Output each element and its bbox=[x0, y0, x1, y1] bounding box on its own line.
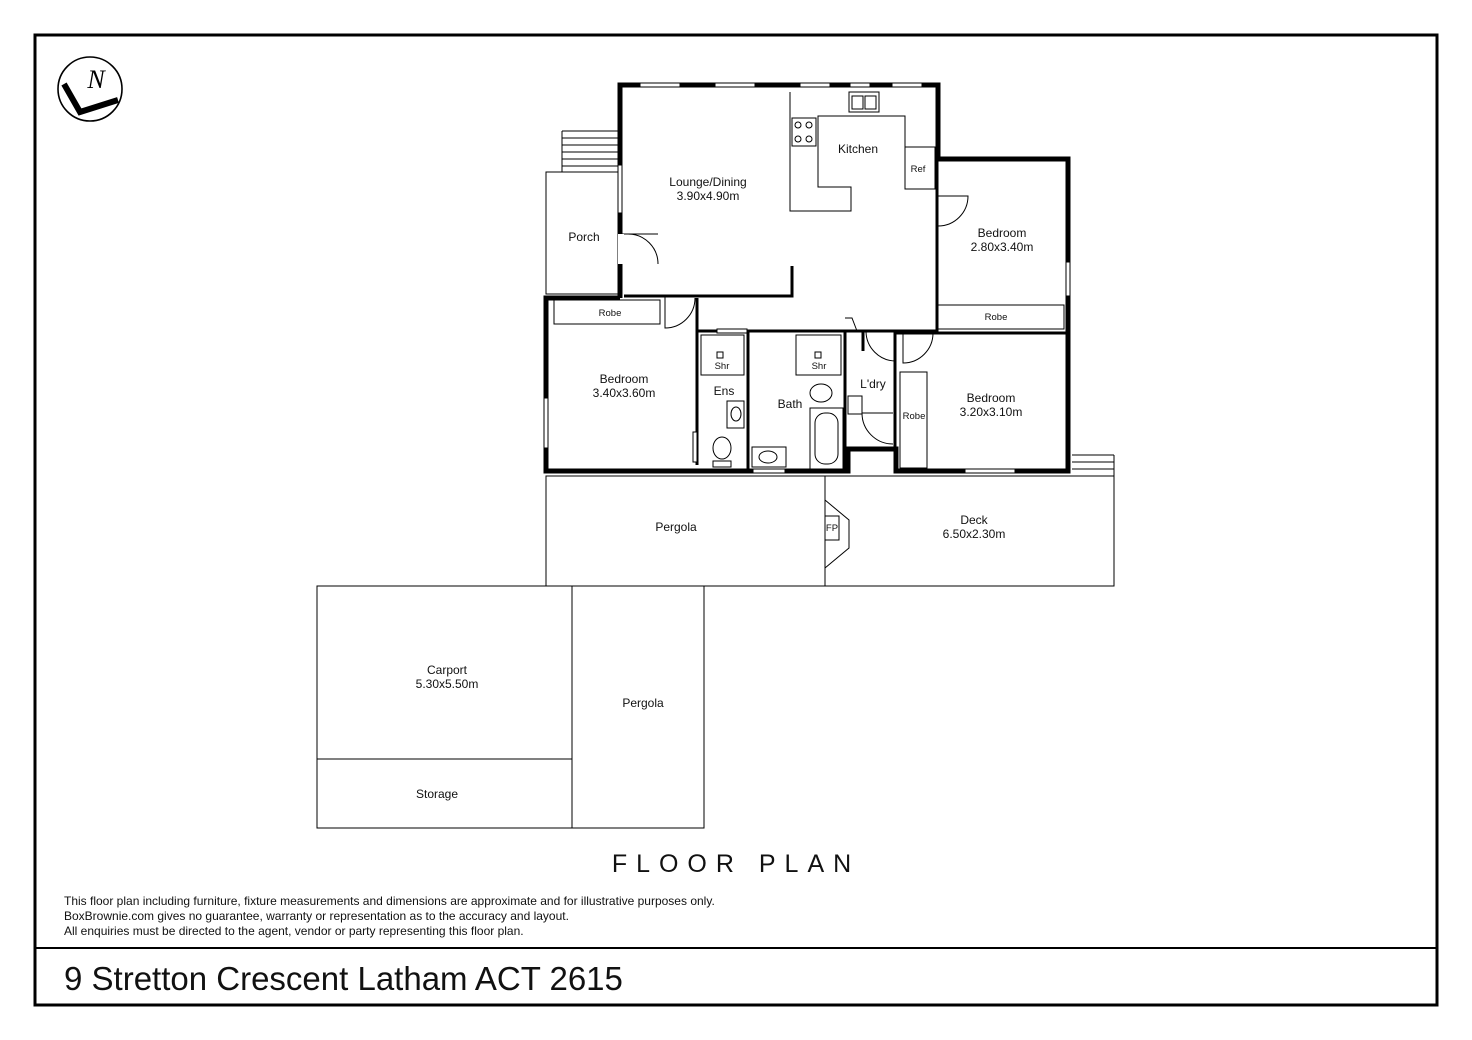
plan-title: FLOOR PLAN bbox=[611, 850, 861, 878]
bathtub-outline bbox=[809, 407, 844, 470]
ens-shower-outline bbox=[700, 334, 745, 376]
deck-size: 6.50x2.30m bbox=[943, 527, 1006, 541]
bedroom-e-size: 3.20x3.10m bbox=[960, 405, 1023, 419]
stove-icon bbox=[791, 117, 817, 147]
robe-ne-outline bbox=[937, 304, 1065, 330]
bedroom-w-name: Bedroom bbox=[600, 372, 649, 386]
lounge-size: 3.90x4.90m bbox=[677, 189, 740, 203]
deck-name: Deck bbox=[960, 513, 988, 527]
ldry-name: L'dry bbox=[860, 377, 886, 391]
bath-name: Bath bbox=[778, 397, 803, 411]
bath-shr-name: Shr bbox=[812, 361, 827, 372]
page-border bbox=[33, 33, 1439, 1007]
ens-name: Ens bbox=[714, 384, 735, 398]
disclaimer-line: All enquiries must be directed to the ag… bbox=[64, 924, 524, 938]
disclaimer: This floor plan including furniture, fix… bbox=[64, 894, 715, 939]
robe-west-outline bbox=[553, 299, 661, 325]
logo-letter: N bbox=[86, 65, 106, 94]
pergola-2-name: Pergola bbox=[622, 696, 664, 710]
bath-toilet-icon bbox=[809, 383, 833, 403]
robe-east-outline bbox=[899, 371, 928, 469]
ens-shr-name: Shr bbox=[715, 361, 730, 372]
ref-name: Ref bbox=[911, 164, 926, 175]
porch-name: Porch bbox=[568, 230, 599, 244]
room-labels: Lounge/Dining 3.90x4.90m Kitchen Ref Por… bbox=[416, 142, 1034, 801]
robe-w-name: Robe bbox=[599, 308, 622, 319]
lounge-name: Lounge/Dining bbox=[669, 175, 746, 189]
laundry-tub-icon bbox=[847, 395, 863, 415]
pergola-1-name: Pergola bbox=[655, 520, 697, 534]
robe-ne-name: Robe bbox=[985, 312, 1008, 323]
bath-basin-icon bbox=[751, 446, 787, 468]
storage-name: Storage bbox=[416, 787, 458, 801]
carport-name: Carport bbox=[427, 663, 468, 677]
robe-e-name: Robe bbox=[903, 411, 926, 422]
disclaimer-line: This floor plan including furniture, fix… bbox=[64, 894, 715, 908]
bath-shower-outline bbox=[795, 334, 842, 376]
fridge-outline bbox=[904, 146, 936, 190]
pergola-2-outline bbox=[571, 585, 705, 829]
ens-toilet-icon bbox=[712, 436, 732, 460]
sink-icon bbox=[848, 91, 880, 113]
carport-size: 5.30x5.50m bbox=[416, 677, 479, 691]
north-arrow-logo-icon: N bbox=[57, 56, 123, 122]
bedroom-w-size: 3.40x3.60m bbox=[593, 386, 656, 400]
fp-name: FP bbox=[826, 523, 838, 534]
outdoor-areas bbox=[316, 130, 1115, 829]
kitchen-name: Kitchen bbox=[838, 142, 878, 156]
property-address: 9 Stretton Crescent Latham ACT 2615 bbox=[64, 960, 623, 997]
fittings bbox=[543, 82, 1071, 474]
disclaimer-line: BoxBrownie.com gives no guarantee, warra… bbox=[64, 909, 569, 923]
bedroom-ne-size: 2.80x3.40m bbox=[971, 240, 1034, 254]
ens-basin-icon bbox=[726, 400, 745, 429]
bedroom-e-name: Bedroom bbox=[967, 391, 1016, 405]
fireplace-outline bbox=[824, 499, 850, 569]
bedroom-ne-name: Bedroom bbox=[978, 226, 1027, 240]
